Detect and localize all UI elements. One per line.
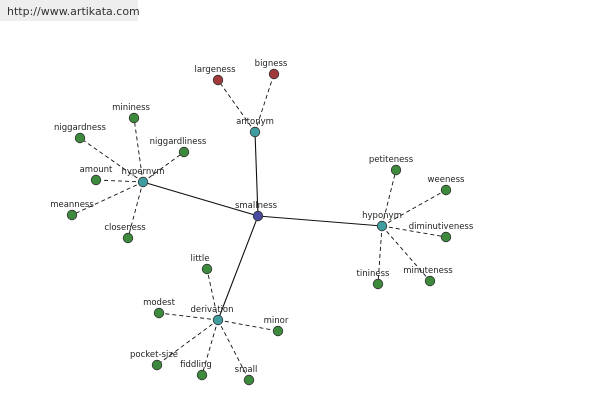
edge-derivation-fiddling xyxy=(201,319,219,376)
labels: smallness antonym largeness bigness hypernym… xyxy=(50,59,474,375)
node-label-petiteness: petiteness xyxy=(369,155,414,165)
nodes xyxy=(66,68,452,386)
edge-antonym-largeness xyxy=(217,79,256,133)
node-bigness[interactable] xyxy=(268,68,280,80)
node-hyponym[interactable] xyxy=(376,220,388,232)
edge-hypernym-mininess xyxy=(133,117,144,183)
edge-hypernym-closeness xyxy=(127,181,144,239)
node-largeness[interactable] xyxy=(212,74,224,86)
node-closeness[interactable] xyxy=(122,232,134,244)
node-label-hyponym: hyponym xyxy=(362,211,402,221)
edge-derivation-minor xyxy=(217,319,279,332)
node-label-small: small xyxy=(235,365,258,375)
node-label-hypernym: hypernym xyxy=(121,167,164,177)
node-petiteness[interactable] xyxy=(390,164,402,176)
node-amount[interactable] xyxy=(90,174,102,186)
edge-hyponym-petiteness xyxy=(381,169,397,227)
node-label-amount: amount xyxy=(80,165,113,175)
node-label-niggardness: niggardness xyxy=(54,123,107,133)
node-mininess[interactable] xyxy=(128,112,140,124)
node-little[interactable] xyxy=(201,263,213,275)
node-tininess[interactable] xyxy=(372,278,384,290)
node-label-minuteness: minuteness xyxy=(403,266,453,276)
node-label-weeness: weeness xyxy=(428,175,465,185)
edge-smallness-hyponym xyxy=(257,215,383,227)
node-smallness[interactable] xyxy=(252,210,264,222)
edge-hyponym-diminutiveness xyxy=(381,225,447,238)
edge-derivation-small xyxy=(217,319,250,381)
edge-derivation-little xyxy=(206,268,219,321)
node-niggardness[interactable] xyxy=(74,132,86,144)
edge-hypernym-meanness xyxy=(71,181,144,216)
node-label-closeness: closeness xyxy=(104,223,146,233)
node-label-minor: minor xyxy=(264,316,289,326)
url-banner: http://www.artikata.com xyxy=(0,0,140,21)
edge-derivation-pocket-size xyxy=(156,319,219,366)
node-label-diminutiveness: diminutiveness xyxy=(409,222,474,232)
node-fiddling[interactable] xyxy=(196,369,208,381)
edge-derivation-modest xyxy=(158,312,219,321)
source-url[interactable]: http://www.artikata.com xyxy=(7,5,140,18)
edge-smallness-antonym xyxy=(254,131,259,217)
node-label-antonym: antonym xyxy=(236,117,274,127)
node-label-modest: modest xyxy=(143,298,176,308)
edge-smallness-hypernym xyxy=(142,181,259,217)
node-label-pocket-size: pocket-size xyxy=(130,350,178,360)
edge-hypernym-niggardness xyxy=(79,137,144,183)
node-label-derivation: derivation xyxy=(190,305,233,315)
node-minor[interactable] xyxy=(272,325,284,337)
node-modest[interactable] xyxy=(153,307,165,319)
node-label-largeness: largeness xyxy=(194,65,236,75)
edge-hyponym-minuteness xyxy=(381,225,431,282)
node-meanness[interactable] xyxy=(66,209,78,221)
node-label-little: little xyxy=(191,254,210,264)
edge-smallness-derivation xyxy=(217,215,259,321)
node-pocket-size[interactable] xyxy=(151,359,163,371)
node-small[interactable] xyxy=(243,374,255,386)
node-label-meanness: meanness xyxy=(50,200,94,210)
node-minuteness[interactable] xyxy=(424,275,436,287)
node-derivation[interactable] xyxy=(212,314,224,326)
node-label-smallness: smallness xyxy=(235,201,278,211)
edge-hypernym-amount xyxy=(95,179,144,183)
node-hypernym[interactable] xyxy=(137,176,149,188)
node-label-niggardliness: niggardliness xyxy=(150,137,207,147)
edge-hypernym-niggardliness xyxy=(142,151,185,183)
node-antonym[interactable] xyxy=(249,126,261,138)
node-label-tininess: tininess xyxy=(357,269,390,279)
edge-antonym-bigness xyxy=(254,73,275,133)
node-label-bigness: bigness xyxy=(255,59,288,69)
node-diminutiveness[interactable] xyxy=(440,231,452,243)
node-label-mininess: mininess xyxy=(112,103,150,113)
node-label-fiddling: fiddling xyxy=(180,360,212,370)
edges xyxy=(71,73,447,381)
node-niggardliness[interactable] xyxy=(178,146,190,158)
edge-hyponym-weeness xyxy=(381,189,447,227)
node-weeness[interactable] xyxy=(440,184,452,196)
edge-hyponym-tininess xyxy=(377,225,383,285)
